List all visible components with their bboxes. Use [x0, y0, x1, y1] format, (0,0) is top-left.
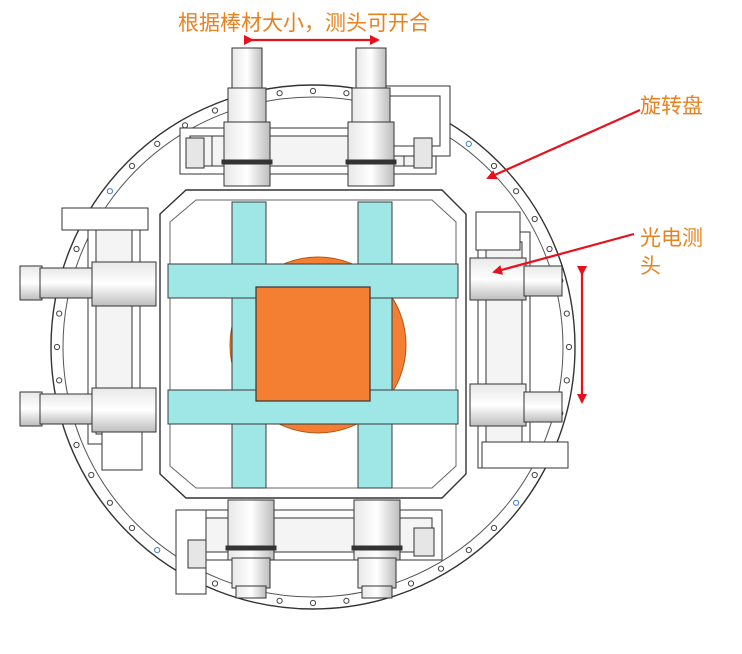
bolt-hole — [490, 524, 498, 532]
bolt-hole — [546, 245, 553, 253]
bolt-hole — [211, 580, 219, 587]
bolt-hole — [211, 107, 219, 114]
bolt-hole — [309, 599, 317, 607]
bolt-hole — [437, 565, 445, 572]
square-bar-section — [255, 286, 371, 402]
bolt-hole — [563, 310, 570, 317]
bolt-hole — [343, 90, 350, 97]
bolt-hole — [106, 499, 114, 506]
rotary-disk-pointer — [486, 108, 641, 180]
bolt-hole — [181, 122, 189, 129]
bolt-hole — [276, 90, 283, 97]
bolt-hole — [465, 547, 472, 554]
bolt-hole — [154, 140, 161, 147]
bolt-hole — [88, 471, 95, 479]
left-sensor-module — [19, 207, 157, 471]
bottom-sensor-module — [175, 499, 443, 599]
bolt-hole — [343, 597, 350, 604]
annotation-arrows — [244, 35, 641, 404]
adjust-note-label: 根据棒材大小，测头可开合 — [178, 11, 430, 35]
bolt-hole — [106, 188, 114, 195]
bolt-hole — [531, 215, 538, 223]
bolt-hole — [563, 377, 570, 384]
bolt-hole — [531, 471, 538, 479]
bolt-hole — [565, 343, 573, 351]
rotary-disk-label: 旋转盘 — [640, 94, 703, 118]
top-sensor-module — [179, 47, 451, 187]
bolt-hole — [407, 580, 415, 587]
bolt-hole — [73, 441, 80, 449]
bolt-hole — [128, 524, 136, 532]
sensor-pointer — [492, 232, 635, 275]
photo-sensor-label: 光电测头 — [640, 226, 703, 278]
bolt-hole — [56, 310, 63, 317]
bolt-hole — [154, 547, 161, 554]
bolt-hole — [73, 245, 80, 253]
bolt-hole — [309, 87, 317, 95]
bolt-hole — [513, 499, 520, 506]
bolt-hole — [128, 162, 136, 170]
bolt-hole — [276, 597, 283, 604]
bolt-hole — [490, 162, 498, 170]
bolt-hole — [56, 377, 63, 384]
right-sensor-module — [469, 211, 569, 469]
bolt-hole — [465, 140, 472, 147]
bolt-hole — [53, 343, 61, 351]
bolt-hole — [513, 188, 520, 195]
